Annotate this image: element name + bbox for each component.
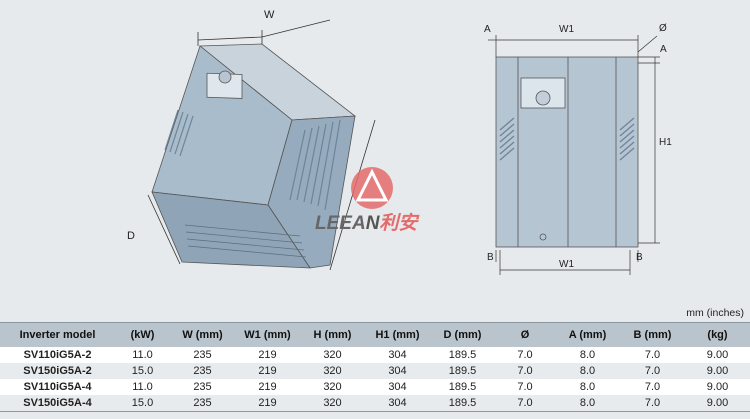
table-cell: 7.0	[495, 347, 555, 363]
dim-label-d: D	[127, 230, 135, 242]
dim-label-w: W	[264, 9, 275, 21]
table-cell: 235	[170, 395, 235, 412]
svg-text:LEEAN利安: LEEAN利安	[315, 212, 420, 234]
dim-label-w1-bottom: W1	[559, 259, 574, 270]
table-cell: 304	[365, 347, 430, 363]
table-cell: 7.0	[620, 363, 685, 379]
model-cell: SV110iG5A-2	[0, 347, 115, 363]
table-cell: 235	[170, 379, 235, 395]
column-header: B (mm)	[620, 322, 685, 347]
table-cell: 9.00	[685, 347, 750, 363]
table-cell: 7.0	[495, 363, 555, 379]
table-cell: 235	[170, 363, 235, 379]
table-cell: 304	[365, 379, 430, 395]
dim-label-h1: H1	[659, 137, 672, 148]
dim-label-diameter: Ø	[659, 23, 667, 34]
column-header: Inverter model	[0, 322, 115, 347]
table-cell: 320	[300, 347, 365, 363]
dimension-drawings: LEEAN利安	[147, 19, 660, 275]
column-header: H1 (mm)	[365, 322, 430, 347]
table-cell: 7.0	[620, 347, 685, 363]
table-cell: 8.0	[555, 379, 620, 395]
model-cell: SV150iG5A-2	[0, 363, 115, 379]
column-header: D (mm)	[430, 322, 495, 347]
table-header-row: Inverter model(kW)W (mm)W1 (mm)H (mm)H1 …	[0, 322, 750, 347]
table-cell: 189.5	[430, 347, 495, 363]
table-cell: 15.0	[115, 395, 170, 412]
table-cell: 219	[235, 363, 300, 379]
column-header: A (mm)	[555, 322, 620, 347]
column-header: (kg)	[685, 322, 750, 347]
table-cell: 235	[170, 347, 235, 363]
column-header: W1 (mm)	[235, 322, 300, 347]
inverter-front-view	[488, 35, 660, 275]
table-cell: 189.5	[430, 395, 495, 412]
table-cell: 219	[235, 395, 300, 412]
column-header: H (mm)	[300, 322, 365, 347]
dim-label-a-left: A	[484, 24, 491, 35]
table-cell: 189.5	[430, 379, 495, 395]
dim-label-b-left: B	[487, 252, 494, 263]
table-cell: 320	[300, 395, 365, 412]
column-header: (kW)	[115, 322, 170, 347]
model-cell: SV150iG5A-4	[0, 395, 115, 412]
table-cell: 189.5	[430, 363, 495, 379]
table-cell: 11.0	[115, 347, 170, 363]
column-header: Ø	[495, 322, 555, 347]
dimensions-table: Inverter model(kW)W (mm)W1 (mm)H (mm)H1 …	[0, 322, 750, 412]
table-cell: 8.0	[555, 395, 620, 412]
table-cell: 7.0	[495, 395, 555, 412]
table-cell: 304	[365, 395, 430, 412]
table-cell: 8.0	[555, 347, 620, 363]
table-cell: 7.0	[620, 395, 685, 412]
dim-label-w1-top: W1	[559, 24, 574, 35]
table-cell: 320	[300, 363, 365, 379]
inverter-isometric-view	[147, 19, 376, 271]
table-cell: 219	[235, 379, 300, 395]
table-cell: 7.0	[495, 379, 555, 395]
table-cell: 7.0	[620, 379, 685, 395]
table-cell: 8.0	[555, 363, 620, 379]
dim-label-b-right: B	[636, 252, 643, 263]
table-cell: 9.00	[685, 363, 750, 379]
units-note: mm (inches)	[686, 307, 744, 319]
table-cell: 15.0	[115, 363, 170, 379]
table-cell: 9.00	[685, 379, 750, 395]
model-cell: SV110iG5A-4	[0, 379, 115, 395]
dim-label-a-right: A	[660, 44, 667, 55]
table-cell: 11.0	[115, 379, 170, 395]
table-cell: 219	[235, 347, 300, 363]
table-cell: 9.00	[685, 395, 750, 412]
table-cell: 304	[365, 363, 430, 379]
column-header: W (mm)	[170, 322, 235, 347]
leean-logo: LEEAN利安	[315, 167, 420, 234]
table-cell: 320	[300, 379, 365, 395]
